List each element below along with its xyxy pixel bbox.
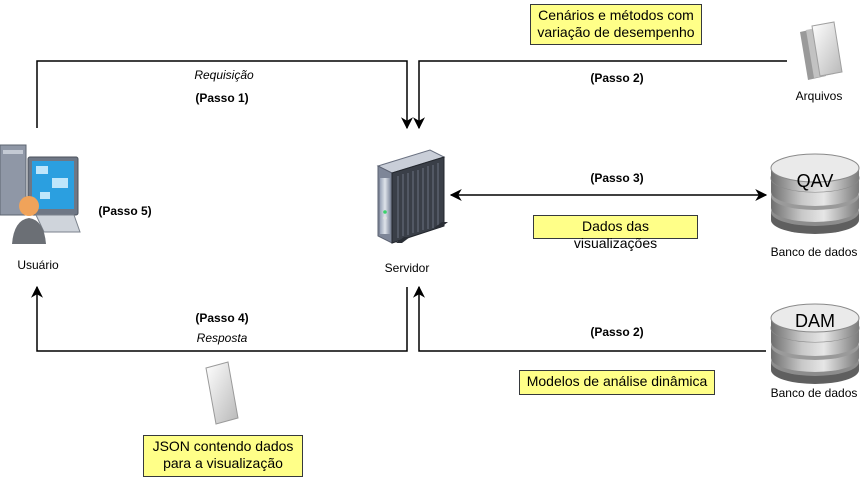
edge-label-passo3: (Passo 3) xyxy=(590,171,644,185)
note-modelos: Modelos de análise dinâmica xyxy=(519,370,715,395)
note-modelos-text: Modelos de análise dinâmica xyxy=(526,373,708,389)
edge-label-requisicao: Requisição xyxy=(194,68,254,82)
dam-label: Banco de dados xyxy=(770,386,858,400)
edge-requisicao xyxy=(36,60,413,130)
qav-name: QAV xyxy=(796,171,834,191)
note-cenarios-line1: Cenários e métodos com xyxy=(538,7,694,23)
dam-name: DAM xyxy=(795,311,835,331)
edge-label-passo5: (Passo 5) xyxy=(98,204,152,218)
edge-resposta xyxy=(31,285,408,352)
node-label-usuario: Usuário xyxy=(17,258,59,272)
qav-label: Banco de dados xyxy=(770,245,858,259)
note-json-line1: JSON contendo dados xyxy=(152,438,294,454)
dam-database-icon xyxy=(770,303,860,384)
note-cenarios: Cenários e métodos com variação de desem… xyxy=(530,4,702,45)
json-document-icon xyxy=(205,361,239,425)
edge-label-passo2-top: (Passo 2) xyxy=(590,71,644,85)
edge-label-resposta: Resposta xyxy=(196,331,248,345)
server-icon xyxy=(376,149,448,244)
note-dados-visualizacoes: Dados das visualizações xyxy=(533,215,698,251)
node-label-arquivos: Arquivos xyxy=(795,89,843,103)
edge-label-passo4: (Passo 4) xyxy=(195,311,249,325)
edge-arquivos-servidor xyxy=(413,60,787,130)
note-json-line2: para a visualização xyxy=(163,455,283,471)
edge-label-passo1: (Passo 1) xyxy=(195,91,249,105)
edge-dam-servidor xyxy=(413,285,766,352)
edge-label-passo2-bottom: (Passo 2) xyxy=(590,325,644,339)
note-json: JSON contendo dados para a visualização xyxy=(143,435,303,477)
node-label-servidor: Servidor xyxy=(384,261,430,275)
note-cenarios-line2: variação de desempenho xyxy=(537,24,695,40)
files-icon xyxy=(800,21,843,80)
note-dados-visualizacoes-text: Dados das visualizações xyxy=(573,218,658,251)
user-workstation-icon xyxy=(0,144,81,244)
qav-database-icon xyxy=(770,153,860,234)
